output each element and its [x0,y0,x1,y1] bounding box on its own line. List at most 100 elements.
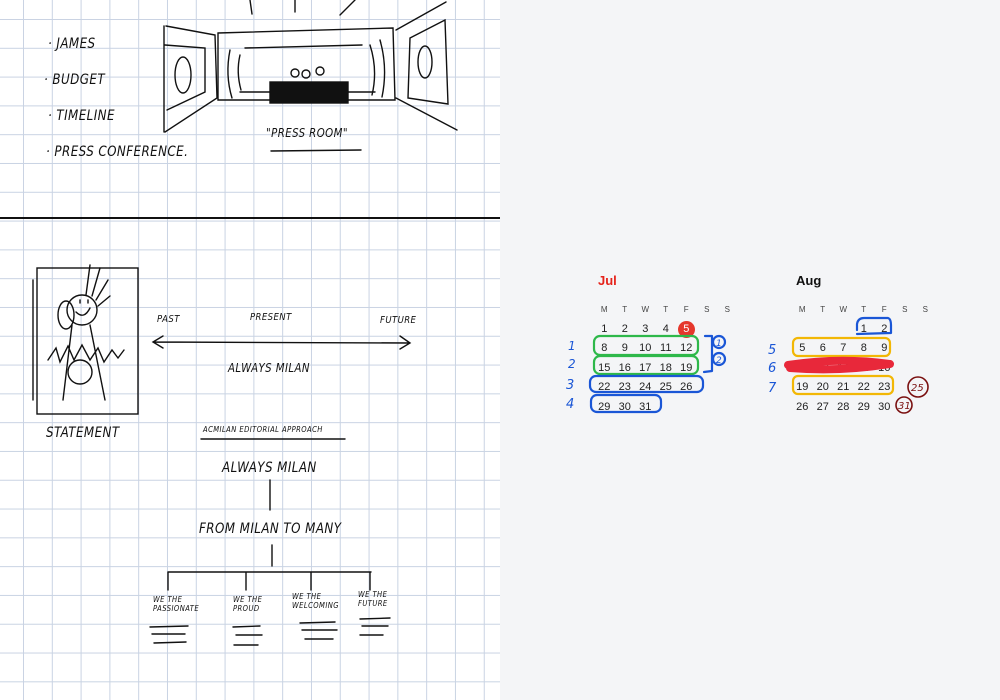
empty-cell [915,339,936,359]
tree-leaf: We thePassionate [153,595,200,613]
empty-cell [895,339,916,359]
weekday-header: S [704,305,710,314]
day-cell[interactable]: 2 [881,322,888,335]
month-title-aug: Aug [796,273,822,288]
weekday-header: F [881,305,887,314]
empty-cell [915,320,936,340]
day-cell[interactable]: 28 [837,400,850,413]
week-number: 7 [768,381,777,396]
empty-cell [895,359,916,379]
day-cell[interactable]: 6 [819,342,826,355]
day-cell[interactable]: 8 [601,342,608,355]
empty-cell [915,359,936,379]
day-cell[interactable]: 12 [680,342,693,355]
tree-child: From Milan to Many [199,521,342,537]
weekday-header: S [922,305,928,314]
day-cell[interactable]: 5 [799,342,806,355]
list-item: · James [48,36,96,52]
weekday-header: T [861,305,867,314]
weekday-header: S [724,305,730,314]
day-cell[interactable]: 21 [837,381,850,394]
empty-cell [895,378,916,398]
day-cell[interactable]: 4 [662,322,669,335]
day-cell[interactable]: 8 [860,342,867,355]
week-number: 2 [568,357,576,371]
day-cell[interactable]: 12 [796,361,809,374]
day-cell[interactable]: 13 [816,361,829,374]
notes-canvas[interactable]: · James · Budget · Timeline · Press Conf… [0,0,500,700]
week-number: 3 [566,378,574,393]
day-cell[interactable]: 1 [601,322,608,335]
day-cell[interactable]: 9 [621,342,628,355]
empty-cell [697,320,718,340]
empty-cell [717,320,738,340]
empty-cell [833,320,854,340]
weekday-header: W [839,305,848,314]
weekday-header: F [683,305,689,314]
week-number: 5 [768,343,776,358]
week-number: 6 [768,361,776,376]
month-title-jul: Jul [598,273,617,288]
tree-leaf: We theProud [233,595,263,613]
statement-sketch [32,264,139,415]
section-divider [0,217,500,219]
org-tree-lines [149,479,391,646]
empty-cell [697,359,718,379]
list-item: · Budget [44,72,106,88]
day-cell[interactable]: 23 [618,381,631,394]
tree-leaf: We theWelcoming [292,592,339,610]
day-cell[interactable]: 25 [659,381,672,394]
empty-cell [813,320,834,340]
day-cell[interactable]: 3 [642,322,649,335]
empty-cell [717,339,738,359]
day-cell[interactable]: 11 [660,342,672,355]
day-cell[interactable]: 29 [598,400,611,413]
week-number: 4 [566,397,574,412]
day-cell[interactable]: 20 [816,381,829,394]
weekday-header: W [641,305,650,314]
day-cell[interactable]: 31 [639,400,652,413]
day-cell[interactable]: 27 [816,400,829,413]
weekday-header: M [600,305,608,314]
weekday-header: T [663,305,669,314]
empty-cell [915,378,936,398]
day-cell[interactable]: 29 [857,400,870,413]
timeline-arrow [151,335,412,350]
empty-cell [895,320,916,340]
empty-cell [895,398,916,418]
weekday-header: T [820,305,826,314]
day-cell[interactable]: 16 [878,361,891,374]
day-cell[interactable]: 22 [857,381,870,394]
day-cell[interactable]: 30 [878,400,891,413]
day-cell[interactable]: 30 [618,400,631,413]
empty-cell [717,378,738,398]
weekday-header: S [902,305,908,314]
day-cell[interactable]: 18 [659,361,672,374]
empty-cell [697,339,718,359]
day-cell[interactable]: 16 [618,361,631,374]
day-cell[interactable]: 19 [796,381,809,394]
today-indicator: 5 [677,320,695,338]
day-cell[interactable]: 2 [621,322,628,335]
day-cell[interactable]: 19 [680,361,693,374]
day-cell[interactable]: 14 [837,361,850,374]
day-cell[interactable]: 7 [840,342,847,355]
day-cell[interactable]: 9 [881,342,888,355]
day-cell[interactable]: 23 [878,381,891,394]
day-cell[interactable]: 15 [857,361,870,374]
day-cell[interactable]: 24 [639,381,652,394]
day-cell[interactable]: 17 [639,361,652,374]
day-cell[interactable]: 1 [860,322,867,335]
day-cell[interactable]: 22 [598,381,611,394]
day-cell[interactable]: 10 [639,342,652,355]
list-item: · Press Conference. [46,144,189,160]
week-number: 1 [568,339,576,353]
day-cell[interactable]: 15 [598,361,611,374]
timeline-present: Present [250,312,292,323]
press-room-label: "Press Room" [266,126,348,140]
day-cell[interactable]: 26 [796,400,809,413]
weekday-header: T [622,305,628,314]
day-cell[interactable]: 26 [680,381,693,394]
day-cell[interactable]: 5 [676,320,697,340]
